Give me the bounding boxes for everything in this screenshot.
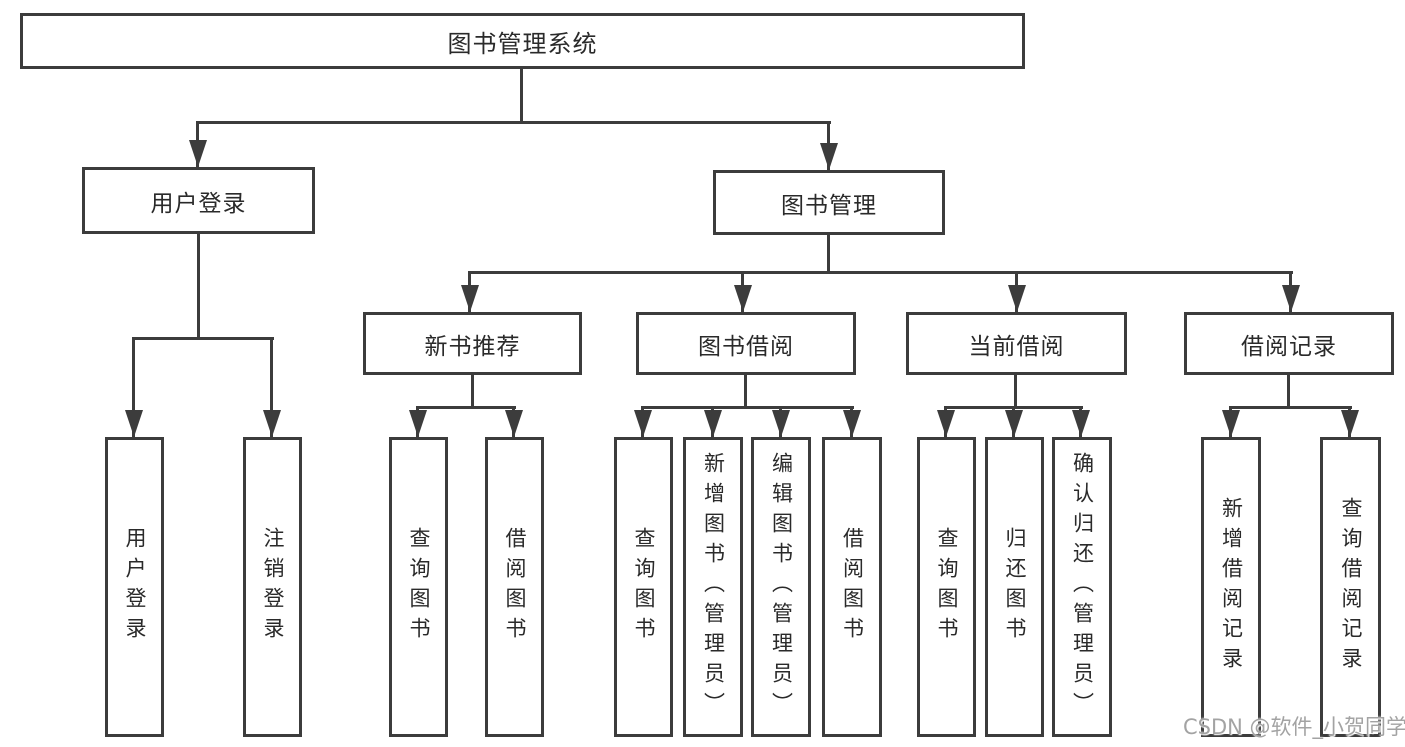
- leaf-query-book-borrowing: 查询图书: [614, 437, 673, 737]
- connector-borrowing-stem: [744, 375, 747, 408]
- leaf-query-book-recommend: 查询图书: [389, 437, 448, 737]
- arrow-icon: [270, 337, 273, 437]
- leaf-return-book: 归还图书: [985, 437, 1044, 737]
- connector-recommend-stem: [471, 375, 474, 408]
- arrow-icon: [416, 406, 419, 437]
- leaf-edit-book-admin: 编辑图书（管理员）: [751, 437, 811, 737]
- arrow-icon: [741, 271, 744, 312]
- leaf-borrow-book: 借阅图书: [822, 437, 882, 737]
- connector-records-hbar: [1230, 406, 1352, 409]
- arrow-icon: [1079, 406, 1082, 437]
- arrow-icon: [1289, 271, 1292, 312]
- arrow-icon: [196, 121, 199, 167]
- leaf-borrow-book-recommend: 借阅图书: [485, 437, 544, 737]
- leaf-add-book-admin: 新增图书（管理员）: [683, 437, 743, 737]
- arrow-icon: [1012, 406, 1015, 437]
- node-user-login: 用户登录: [82, 167, 315, 234]
- leaf-query-book-current: 查询图书: [917, 437, 976, 737]
- arrow-icon: [711, 406, 714, 437]
- connector-current-stem: [1014, 375, 1017, 408]
- connector-user-login-hbar: [133, 337, 274, 340]
- connector-user-login-stem: [197, 233, 200, 338]
- connector-root-hbar: [197, 121, 831, 124]
- arrow-icon: [827, 121, 830, 170]
- arrow-icon: [641, 406, 644, 437]
- arrow-icon: [944, 406, 947, 437]
- connector-records-stem: [1287, 375, 1290, 408]
- arrow-icon: [468, 271, 471, 312]
- leaf-logout-login: 注销登录: [243, 437, 302, 737]
- connector-borrowing-hbar: [642, 406, 854, 409]
- arrow-icon: [1015, 271, 1018, 312]
- arrow-icon: [1229, 406, 1232, 437]
- leaf-confirm-return-admin: 确认归还（管理员）: [1052, 437, 1112, 737]
- csdn-watermark: CSDN @软件_小贺同学: [1183, 715, 1405, 739]
- arrow-icon: [1348, 406, 1351, 437]
- node-new-book-recommend: 新书推荐: [363, 312, 582, 375]
- connector-root-stem: [520, 68, 523, 122]
- node-library-management-system: 图书管理系统: [20, 13, 1025, 69]
- connector-book-mgmt-hbar: [469, 271, 1293, 274]
- arrow-icon: [779, 406, 782, 437]
- arrow-icon: [512, 406, 515, 437]
- leaf-query-borrow-record: 查询借阅记录: [1320, 437, 1381, 737]
- leaf-user-login: 用户登录: [105, 437, 164, 737]
- node-book-management: 图书管理: [713, 170, 945, 235]
- leaf-add-borrow-record: 新增借阅记录: [1201, 437, 1261, 737]
- node-book-borrowing: 图书借阅: [636, 312, 856, 375]
- connector-book-mgmt-stem: [827, 234, 830, 274]
- node-current-borrowing: 当前借阅: [906, 312, 1127, 375]
- connector-recommend-hbar: [417, 406, 516, 409]
- node-borrow-records: 借阅记录: [1184, 312, 1394, 375]
- arrow-icon: [850, 406, 853, 437]
- arrow-icon: [132, 337, 135, 437]
